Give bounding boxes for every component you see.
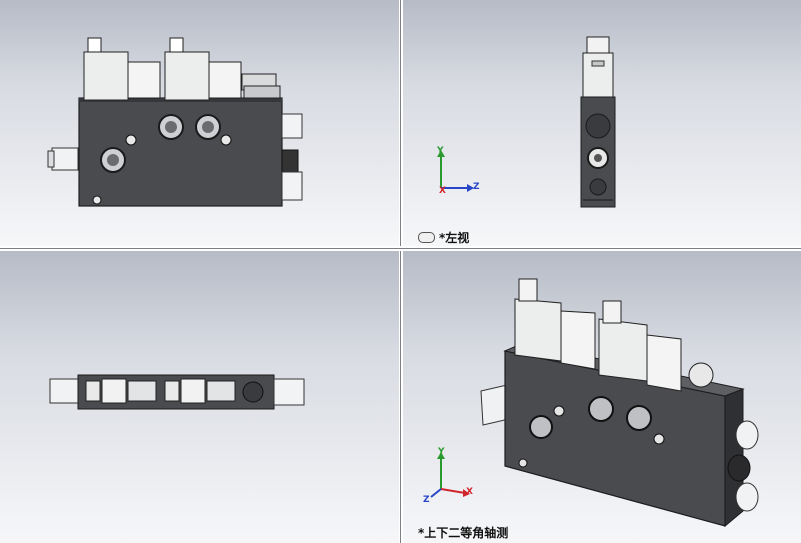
vertical-splitter[interactable] (399, 0, 403, 543)
triad-label-z: Z (473, 182, 480, 192)
viewport-isometric[interactable]: Y X Z *上下二等角轴测 (403, 251, 801, 543)
isometric-view-model (430, 278, 759, 528)
left-view-model (437, 36, 616, 208)
iso-triad-label-y: Y (438, 447, 445, 457)
front-view-model (47, 37, 303, 207)
triad-label-x: X (439, 186, 446, 196)
top-view-model (49, 374, 305, 410)
triad-label-y: Y (437, 146, 444, 156)
link-icon[interactable] (418, 232, 435, 243)
left-view-label: *左视 (439, 231, 470, 245)
iso-triad-label-x: X (466, 487, 473, 497)
viewport-top[interactable] (0, 251, 399, 543)
horizontal-splitter[interactable] (0, 246, 801, 251)
isometric-view-label: *上下二等角轴测 (418, 526, 509, 540)
viewport-front[interactable] (0, 0, 399, 246)
iso-triad-label-z: Z (423, 495, 430, 505)
viewport-left[interactable]: Y Z X *左视 (403, 0, 801, 246)
